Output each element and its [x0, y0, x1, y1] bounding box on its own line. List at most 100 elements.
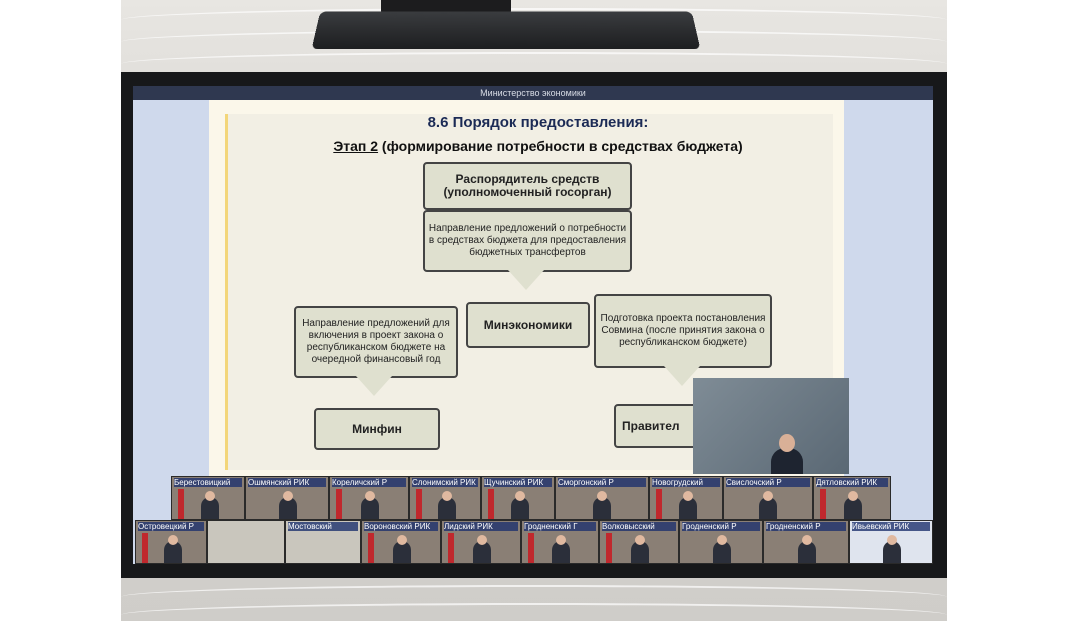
- tile-label: Новогрудский: [652, 478, 720, 487]
- person: [361, 497, 380, 519]
- box-mineconomy: Минэкономики: [466, 302, 590, 348]
- person-head: [442, 491, 452, 501]
- person: [200, 497, 219, 519]
- tile-label: Мостовский: [288, 522, 358, 531]
- arrow-down-left: [356, 376, 392, 396]
- tile-label: Дятловский РИК: [816, 478, 888, 487]
- speaker-body: [771, 448, 803, 474]
- arrow-down-right: [664, 366, 700, 386]
- tile-label: Гродненский Р: [682, 522, 760, 531]
- tile[interactable]: Ивьевский РИК: [849, 520, 933, 564]
- tile[interactable]: Волковысский: [599, 520, 679, 564]
- flag-icon: [528, 533, 534, 563]
- ceiling-wave: [121, 52, 947, 76]
- flag-icon: [656, 489, 662, 519]
- tile[interactable]: Вороновский РИК: [361, 520, 441, 564]
- tile[interactable]: Сморгонский Р: [555, 476, 649, 520]
- wall-wave: [121, 603, 947, 621]
- flag-icon: [488, 489, 494, 519]
- speaker-video: [693, 378, 849, 474]
- tile-label: Волковысский: [602, 522, 676, 531]
- person-head: [397, 535, 408, 545]
- tile-label: Кореличский Р: [332, 478, 406, 487]
- tile[interactable]: Лидский РИК: [441, 520, 521, 564]
- person: [678, 497, 697, 519]
- person-head: [763, 491, 774, 501]
- flag-icon: [142, 533, 148, 563]
- tile-label: Щучинский РИК: [484, 478, 552, 487]
- tile[interactable]: Свислочский Р: [723, 476, 813, 520]
- tile[interactable]: Ошмянский РИК: [245, 476, 329, 520]
- person: [393, 541, 412, 563]
- subtitle-rest: (формирование потребности в средствах бю…: [378, 138, 743, 154]
- tile-label: Вороновский РИК: [364, 522, 438, 531]
- subtitle-stage: Этап 2: [333, 138, 379, 154]
- person: [438, 497, 456, 519]
- person-head: [848, 491, 859, 501]
- person: [631, 541, 650, 563]
- flag-icon: [820, 489, 826, 519]
- box-minfin: Минфин: [314, 408, 440, 450]
- person: [712, 541, 731, 563]
- tile[interactable]: [207, 520, 285, 564]
- person: [473, 541, 492, 563]
- flag-icon: [448, 533, 454, 563]
- tile-label: Сморгонский Р: [558, 478, 646, 487]
- person: [278, 497, 297, 519]
- person-head: [477, 535, 488, 545]
- tile[interactable]: Дятловский РИК: [813, 476, 891, 520]
- person: [882, 541, 901, 563]
- participant-tiles: Берестовицкий Ошмянский РИК Кореличский …: [133, 476, 933, 564]
- presentation-slide: 8.6 Порядок предоставления: Этап 2 (форм…: [209, 100, 844, 476]
- screen-header: Министерство экономики: [133, 86, 933, 100]
- person-head: [716, 535, 727, 545]
- person-head: [365, 491, 376, 501]
- flag-icon: [606, 533, 612, 563]
- tile[interactable]: Мостовский: [285, 520, 361, 564]
- tile[interactable]: Островецкий Р: [135, 520, 207, 564]
- flag-icon: [336, 489, 342, 519]
- tile[interactable]: Кореличский Р: [329, 476, 409, 520]
- person-head: [204, 491, 215, 501]
- tile-label: Лидский РИК: [444, 522, 518, 531]
- slide-body: 8.6 Порядок предоставления: Этап 2 (форм…: [225, 114, 833, 470]
- tile-label: Гродненский Г: [524, 522, 596, 531]
- person: [759, 497, 778, 519]
- tile-label: Берестовицкий: [174, 478, 242, 487]
- person-head: [886, 535, 897, 545]
- slide-subtitle: Этап 2 (формирование потребности в средс…: [238, 138, 838, 154]
- person: [844, 497, 863, 519]
- speaker-head: [779, 434, 795, 452]
- box-right-proposal: Подготовка проекта постановления Совмина…: [594, 294, 772, 368]
- person-head: [514, 491, 525, 501]
- projector: [311, 11, 701, 50]
- box-distributor: Распорядитель средств (уполномоченный го…: [423, 162, 632, 210]
- flag-icon: [178, 489, 184, 519]
- tile[interactable]: Гродненский Р: [763, 520, 849, 564]
- tv-screen: Министерство экономики 8.6 Порядок предо…: [133, 86, 933, 564]
- person-head: [801, 535, 812, 545]
- person-head: [168, 535, 178, 545]
- tile[interactable]: Слонимский РИК: [409, 476, 481, 520]
- flag-icon: [368, 533, 374, 563]
- tile-label: Ошмянский РИК: [248, 478, 326, 487]
- tile-label: Ивьевский РИК: [852, 522, 930, 531]
- tile[interactable]: Новогрудский: [649, 476, 723, 520]
- tile[interactable]: Щучинский РИК: [481, 476, 555, 520]
- tile[interactable]: Берестовицкий: [171, 476, 245, 520]
- person: [592, 497, 611, 519]
- tile-label: Островецкий Р: [138, 522, 204, 531]
- slide-title: 8.6 Порядок предоставления:: [427, 114, 649, 131]
- person: [164, 541, 182, 563]
- person: [510, 497, 529, 519]
- flag-icon: [416, 489, 422, 519]
- tile-label: Гродненский Р: [766, 522, 846, 531]
- person-head: [635, 535, 646, 545]
- arrow-down-center: [508, 270, 544, 290]
- person-head: [682, 491, 693, 501]
- person: [797, 541, 816, 563]
- tile[interactable]: Гродненский Р: [679, 520, 763, 564]
- person: [552, 541, 571, 563]
- box-distributor-note: Направление предложений о потребности в …: [423, 210, 632, 272]
- tile[interactable]: Гродненский Г: [521, 520, 599, 564]
